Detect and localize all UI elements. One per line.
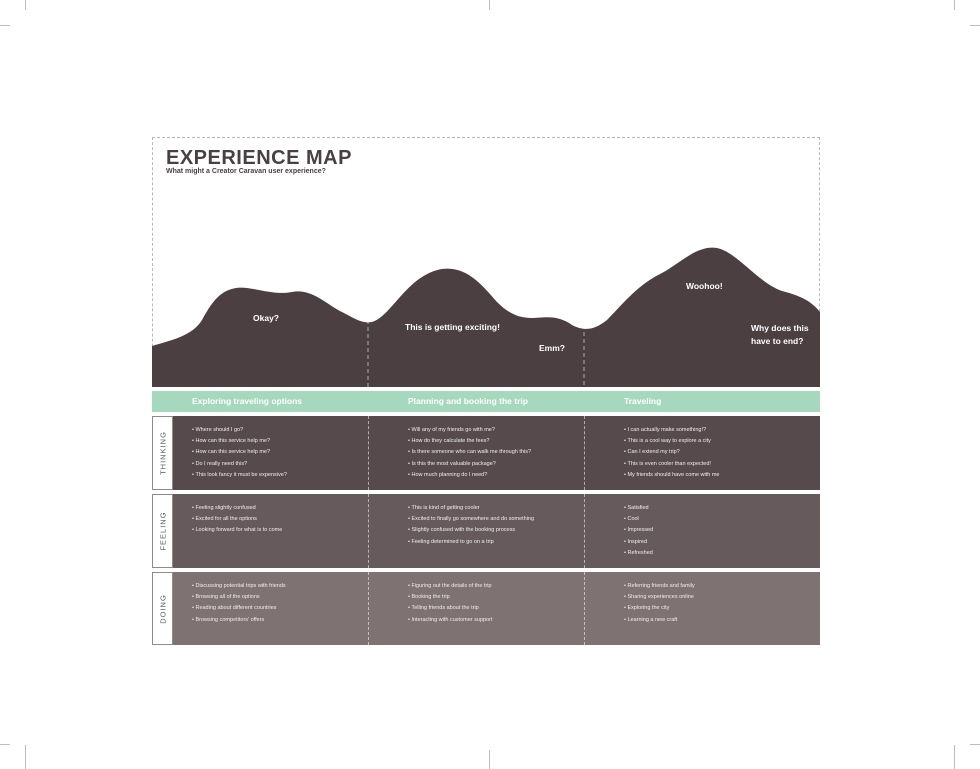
experience-curve-fill bbox=[152, 247, 820, 387]
stage-label: Traveling bbox=[624, 396, 662, 406]
thinking-column-3: I can actually make something!? This is … bbox=[624, 425, 719, 481]
crop-mark bbox=[970, 744, 980, 745]
doing-column-1: Discussing potential trips with friends … bbox=[192, 581, 286, 626]
list-item: Learning a new craft bbox=[624, 615, 695, 626]
row-body: Discussing potential trips with friends … bbox=[173, 572, 820, 645]
crop-mark bbox=[954, 745, 955, 769]
list-item: Feeling determined to go on a trip bbox=[408, 537, 534, 548]
list-item: Satisfied bbox=[624, 503, 653, 514]
crop-mark bbox=[0, 744, 10, 745]
list-item: Browsing competitors' offers bbox=[192, 615, 286, 626]
thinking-row: THINKING Where should I go? How can this… bbox=[152, 416, 820, 490]
peak-label-emm: Emm? bbox=[539, 343, 565, 353]
crop-mark bbox=[25, 0, 26, 10]
list-item: This look fancy it must be expensive? bbox=[192, 470, 286, 481]
column-divider bbox=[584, 494, 585, 568]
list-item: Do I really need this? bbox=[192, 459, 287, 470]
peak-label-end-line2: have to end? bbox=[751, 336, 804, 346]
list-item: Reading about different countries bbox=[192, 603, 286, 614]
feeling-row: FEELING Feeling slightly confused Excite… bbox=[152, 494, 820, 568]
list-item: This is a cool way to explore a city bbox=[624, 436, 719, 447]
stage-label: Exploring traveling options bbox=[192, 396, 303, 406]
list-item: Excited for all the options bbox=[192, 514, 282, 525]
list-item: How much planning do I need? bbox=[408, 470, 531, 481]
list-item: Telling friends about the trip bbox=[408, 603, 492, 614]
list-item: Figuring out the details of the trip bbox=[408, 581, 492, 592]
row-label-box: DOING bbox=[152, 572, 173, 645]
crop-mark bbox=[0, 25, 10, 26]
peak-label-okay: Okay? bbox=[253, 313, 279, 323]
page-title: EXPERIENCE MAP bbox=[166, 147, 352, 169]
list-item: Can I extend my trip? bbox=[624, 447, 719, 458]
peak-label-end-line1: Why does this bbox=[751, 323, 809, 333]
list-item: Exploring the city bbox=[624, 603, 695, 614]
list-item: I can actually make something!? bbox=[624, 425, 719, 436]
crop-mark bbox=[954, 0, 955, 10]
crop-mark bbox=[489, 0, 490, 10]
feeling-column-3: Satisfied Cool Impressed Inspired Refres… bbox=[624, 503, 653, 559]
list-item: Impressed bbox=[624, 525, 653, 536]
stage-bar: Exploring traveling options Planning and… bbox=[152, 391, 820, 412]
row-label: THINKING bbox=[158, 431, 167, 475]
crop-mark bbox=[25, 745, 26, 769]
list-item: My friends should have come with me bbox=[624, 470, 719, 481]
column-divider bbox=[368, 416, 369, 490]
list-item: Sharing experiences online bbox=[624, 592, 695, 603]
column-divider bbox=[584, 416, 585, 490]
feeling-column-2: This is kind of getting cooler Excited t… bbox=[408, 503, 534, 548]
list-item: Browsing all of the options bbox=[192, 592, 286, 603]
row-label-box: THINKING bbox=[152, 416, 173, 490]
row-body: Feeling slightly confused Excited for al… bbox=[173, 494, 820, 568]
row-label: FEELING bbox=[158, 511, 167, 551]
list-item: This is even cooler than expected! bbox=[624, 459, 719, 470]
crop-mark bbox=[970, 25, 980, 26]
list-item: Slightly confused with the booking proce… bbox=[408, 525, 534, 536]
row-label-box: FEELING bbox=[152, 494, 173, 568]
list-item: This is kind of getting cooler bbox=[408, 503, 534, 514]
thinking-column-2: Will any of my friends go with me? How d… bbox=[408, 425, 531, 481]
stage-label: Planning and booking the trip bbox=[408, 396, 528, 406]
list-item: Referring friends and family bbox=[624, 581, 694, 592]
list-item: How do they calculate the fees? bbox=[408, 436, 531, 447]
doing-column-3: Referring friends and family Sharing exp… bbox=[624, 581, 695, 626]
list-item: Will any of my friends go with me? bbox=[408, 425, 531, 436]
list-item: Is this the most valuable package? bbox=[408, 459, 531, 470]
row-body: Where should I go? How can this service … bbox=[173, 416, 820, 490]
peak-label-woohoo: Woohoo! bbox=[686, 281, 723, 291]
column-divider bbox=[368, 572, 369, 645]
column-divider bbox=[584, 572, 585, 645]
column-divider bbox=[368, 494, 369, 568]
list-item: Is there someone who can walk me through… bbox=[408, 447, 531, 458]
crop-mark bbox=[489, 750, 490, 769]
row-label: DOING bbox=[158, 593, 167, 624]
peak-label-end: Why does this have to end? bbox=[751, 322, 809, 348]
doing-column-2: Figuring out the details of the trip Boo… bbox=[408, 581, 492, 626]
thinking-column-1: Where should I go? How can this service … bbox=[192, 425, 287, 481]
list-item: Cool bbox=[624, 514, 653, 525]
feeling-column-1: Feeling slightly confused Excited for al… bbox=[192, 503, 282, 537]
list-item: Excited to finally go somewhere and do s… bbox=[408, 514, 534, 525]
list-item: How can this service help me? bbox=[192, 436, 287, 447]
experience-curve bbox=[152, 247, 820, 387]
page-subtitle: What might a Creator Caravan user experi… bbox=[166, 168, 326, 175]
peak-label-exciting: This is getting exciting! bbox=[405, 322, 500, 332]
list-item: How can this service help me? bbox=[192, 447, 287, 458]
list-item: Discussing potential trips with friends bbox=[192, 581, 285, 592]
list-item: Booking the trip bbox=[408, 592, 492, 603]
map-frame bbox=[152, 137, 820, 387]
list-item: Refreshed bbox=[624, 548, 653, 559]
doing-row: DOING Discussing potential trips with fr… bbox=[152, 572, 820, 645]
list-item: Where should I go? bbox=[192, 425, 287, 436]
list-item: Interacting with customer support bbox=[408, 615, 492, 626]
list-item: Looking forward for what is to come bbox=[192, 525, 282, 536]
list-item: Inspired bbox=[624, 537, 653, 548]
list-item: Feeling slightly confused bbox=[192, 503, 282, 514]
